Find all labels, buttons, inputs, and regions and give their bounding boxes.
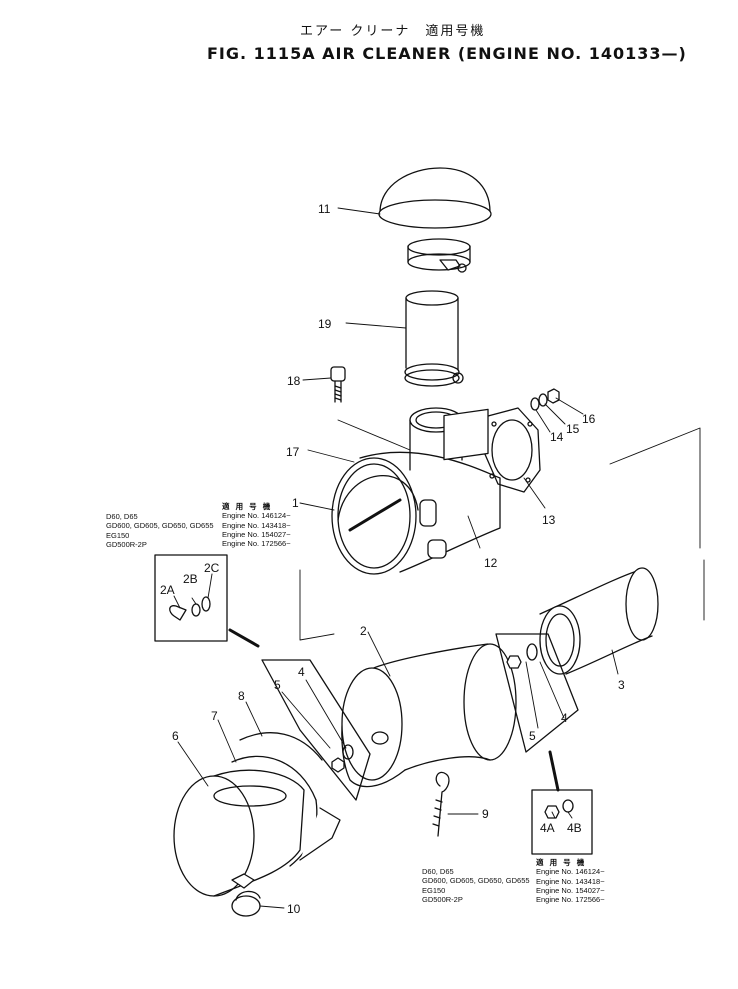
nut-washer-left bbox=[261, 659, 371, 801]
diagram-title: FIG. 1115A AIR CLEANER (ENGINE NO. 14013… bbox=[207, 44, 687, 63]
model-line: GD500R-2P bbox=[422, 894, 463, 904]
label-part-15: 15 bbox=[566, 422, 580, 436]
label-part-4-upper: 4 bbox=[298, 665, 305, 679]
dust-cup-part bbox=[173, 732, 341, 897]
model-note-left: D60, D65 GD600, GD605, GD650, GD655 EG15… bbox=[106, 512, 214, 549]
label-part-16: 16 bbox=[582, 412, 596, 426]
hook-bolt-part bbox=[432, 771, 450, 837]
engine-note-header: 適 用 号 機 bbox=[536, 858, 587, 867]
engine-line: Engine No. 146124~ bbox=[222, 511, 291, 521]
nut-washer-right bbox=[495, 633, 593, 855]
engine-line: Engine No. 154027~ bbox=[536, 885, 605, 895]
diagram-title-japanese: エアー クリーナ 適用号機 bbox=[300, 24, 486, 39]
label-part-4-right: 4 bbox=[561, 711, 568, 725]
engine-line: Engine No. 172566~ bbox=[536, 895, 605, 905]
label-part-2: 2 bbox=[360, 624, 367, 638]
engine-line: Engine No. 143418~ bbox=[222, 520, 291, 530]
label-part-3: 3 bbox=[618, 678, 625, 692]
leader-lines bbox=[173, 207, 705, 909]
rain-cap-part bbox=[378, 167, 492, 273]
label-part-4b: 4B bbox=[567, 821, 582, 835]
label-part-8: 8 bbox=[238, 689, 245, 703]
label-part-1: 1 bbox=[292, 496, 299, 510]
model-line: GD600, GD605, GD650, GD655 bbox=[106, 521, 214, 531]
label-part-5-right: 5 bbox=[529, 729, 536, 743]
label-part-5-upper: 5 bbox=[274, 678, 281, 692]
model-line: D60, D65 bbox=[422, 867, 454, 876]
label-part-14: 14 bbox=[550, 430, 564, 444]
bolt-part bbox=[330, 366, 346, 403]
engine-line: Engine No. 154027~ bbox=[222, 529, 291, 539]
model-line: EG150 bbox=[422, 885, 446, 895]
engine-line: Engine No. 143418~ bbox=[536, 876, 605, 886]
engine-note-left: 適 用 号 機 Engine No. 146124~ Engine No. 14… bbox=[222, 502, 291, 548]
model-line: GD500R-2P bbox=[106, 539, 147, 549]
model-line: D60, D65 bbox=[106, 512, 138, 521]
label-part-7: 7 bbox=[211, 709, 218, 723]
model-line: EG150 bbox=[106, 530, 130, 540]
washer-nut-set bbox=[530, 388, 560, 411]
engine-note-bottom: 適 用 号 機 Engine No. 146124~ Engine No. 14… bbox=[536, 858, 605, 904]
label-part-10: 10 bbox=[287, 902, 301, 916]
label-part-19: 19 bbox=[318, 317, 332, 331]
label-part-2c: 2C bbox=[204, 561, 220, 575]
evacuator-valve-part bbox=[231, 890, 261, 917]
label-part-17: 17 bbox=[286, 445, 300, 459]
label-part-9: 9 bbox=[482, 807, 489, 821]
part-labels: 11 19 18 17 1 12 13 14 15 16 2 3 4 5 4 5… bbox=[160, 202, 625, 916]
engine-line: Engine No. 146124~ bbox=[536, 867, 605, 877]
inlet-pipe-part bbox=[404, 290, 464, 387]
engine-note-header: 適 用 号 機 bbox=[222, 502, 273, 511]
engine-line: Engine No. 172566~ bbox=[222, 539, 291, 549]
air-cleaner-body-part bbox=[331, 407, 501, 575]
model-note-bottom: D60, D65 GD600, GD605, GD650, GD655 EG15… bbox=[422, 867, 530, 904]
label-part-12: 12 bbox=[484, 556, 498, 570]
outer-element-part bbox=[228, 628, 517, 788]
label-part-2b: 2B bbox=[183, 572, 198, 586]
label-part-6: 6 bbox=[172, 729, 179, 743]
label-part-11: 11 bbox=[318, 202, 331, 216]
label-part-4a: 4A bbox=[540, 821, 555, 835]
label-part-13: 13 bbox=[542, 513, 556, 527]
label-part-18: 18 bbox=[287, 374, 301, 388]
wing-nut-set bbox=[154, 554, 228, 642]
model-line: GD600, GD605, GD650, GD655 bbox=[422, 876, 530, 886]
label-part-2a: 2A bbox=[160, 583, 175, 597]
gasket-part bbox=[483, 407, 541, 493]
inner-element-part bbox=[539, 567, 659, 675]
